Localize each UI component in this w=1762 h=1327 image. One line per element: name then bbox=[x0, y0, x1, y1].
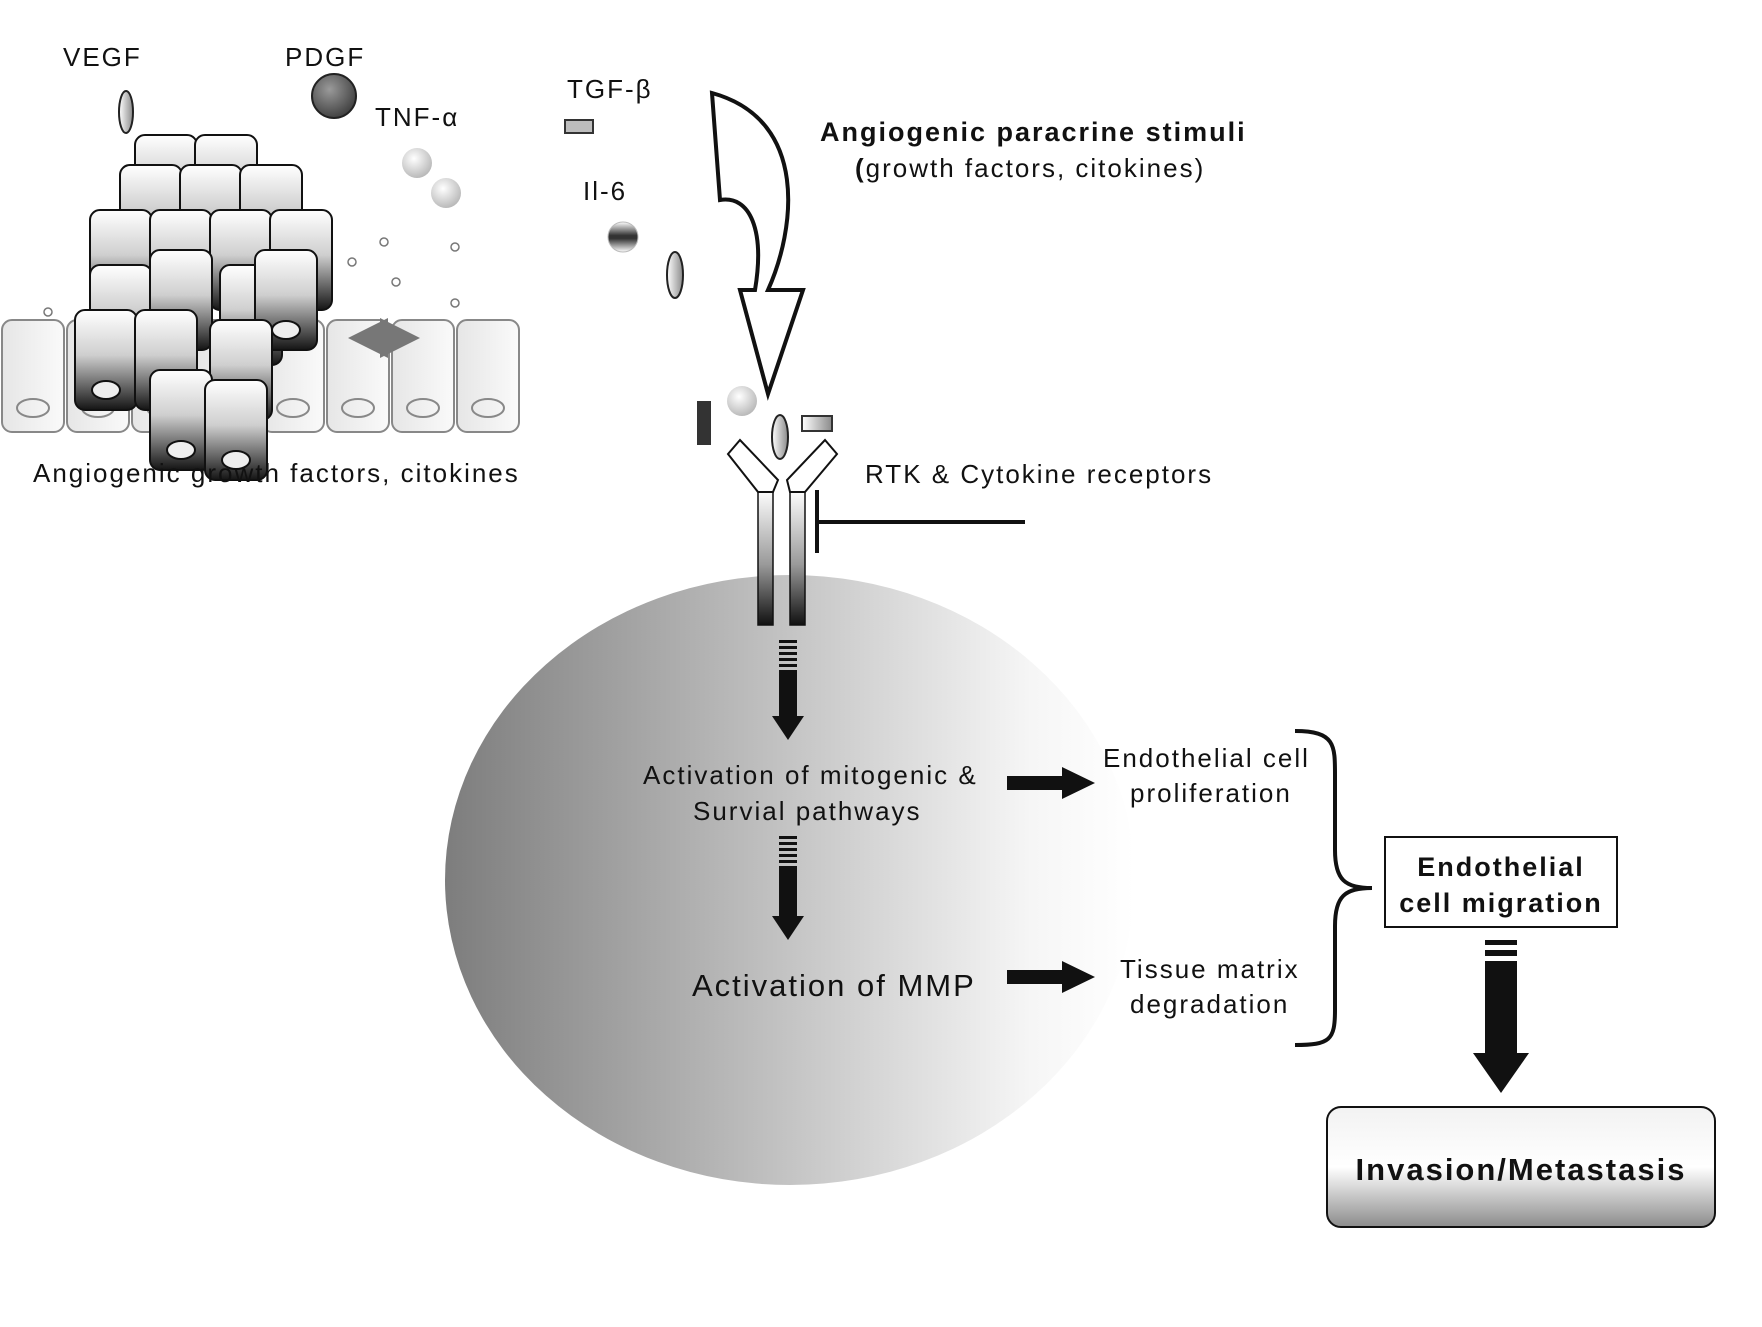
degradation-line-1: Tissue matrix bbox=[1120, 954, 1300, 984]
degradation-line-2: degradation bbox=[1130, 989, 1289, 1019]
stimuli-subtitle-paren: ( bbox=[855, 153, 866, 183]
il6-label: Il-6 bbox=[583, 176, 627, 206]
proliferation-line-1: Endothelial cell bbox=[1103, 743, 1310, 773]
tgf-beta-icon bbox=[801, 415, 833, 432]
pathway-line-2: Survial pathways bbox=[693, 796, 922, 826]
particle bbox=[379, 237, 389, 247]
proliferation-line-2: proliferation bbox=[1130, 778, 1292, 808]
stimuli-subtitle: (growth factors, citokines) bbox=[855, 153, 1205, 183]
pdgf-label: PDGF bbox=[285, 42, 365, 72]
tnf-alpha-label: TNF-α bbox=[375, 102, 459, 132]
signal-down-arrow bbox=[772, 640, 804, 740]
invasion-box bbox=[1326, 1106, 1716, 1228]
pdgf-icon bbox=[311, 73, 357, 119]
tnf-alpha-icon bbox=[431, 178, 461, 208]
migration-box bbox=[1384, 836, 1618, 928]
receptor bbox=[726, 438, 839, 626]
invasion-label: Invasion/Metastasis bbox=[1356, 1152, 1687, 1187]
to-degradation-arrow bbox=[1007, 961, 1095, 993]
bound-ligand-block bbox=[697, 401, 711, 445]
endothelial-cell bbox=[456, 319, 520, 433]
stimuli-title: Angiogenic paracrine stimuli bbox=[820, 117, 1247, 147]
particle bbox=[450, 242, 460, 252]
tumor-cell bbox=[204, 379, 268, 481]
particle bbox=[450, 298, 460, 308]
mmp-label: Activation of MMP bbox=[692, 968, 976, 1003]
il6-icon bbox=[607, 221, 639, 253]
ligand-group: TGF-β Il-6 bbox=[564, 74, 684, 299]
paracrine-stimuli-arrow bbox=[709, 90, 806, 401]
tnf-alpha-icon bbox=[727, 386, 757, 416]
stimuli-subtitle-text: growth factors, citokines) bbox=[866, 153, 1206, 183]
tgf-beta-label: TGF-β bbox=[567, 74, 653, 104]
particle bbox=[43, 307, 53, 317]
endothelial-cell bbox=[1, 319, 65, 433]
migration-line-2: cell migration bbox=[1399, 888, 1603, 918]
scattered-particles bbox=[43, 237, 460, 317]
tumor-cell-cluster bbox=[74, 134, 333, 481]
pathway-line-1: Activation of mitogenic & bbox=[643, 760, 978, 790]
tumor-cell bbox=[149, 369, 213, 471]
vegf-icon bbox=[771, 414, 789, 460]
vegf-icon bbox=[118, 90, 134, 134]
grouping-brace bbox=[1294, 729, 1373, 1047]
migration-line-1: Endothelial bbox=[1417, 852, 1585, 882]
tnf-alpha-icon bbox=[402, 148, 432, 178]
receptor-label: RTK & Cytokine receptors bbox=[865, 459, 1213, 489]
to-invasion-arrow bbox=[1473, 940, 1529, 1093]
tumor-panel: VEGF PDGF TNF-α Angiogenic growth factor… bbox=[1, 42, 520, 488]
to-proliferation-arrow bbox=[1007, 767, 1095, 799]
vegf-icon bbox=[666, 251, 684, 299]
particle bbox=[347, 257, 357, 267]
vegf-label: VEGF bbox=[63, 42, 142, 72]
signal-down-arrow bbox=[772, 836, 804, 940]
tgf-beta-icon bbox=[564, 119, 594, 134]
particle bbox=[391, 277, 401, 287]
tumor-cell bbox=[74, 309, 138, 411]
tumor-caption: Angiogenic growth factors, citokines bbox=[33, 458, 520, 488]
